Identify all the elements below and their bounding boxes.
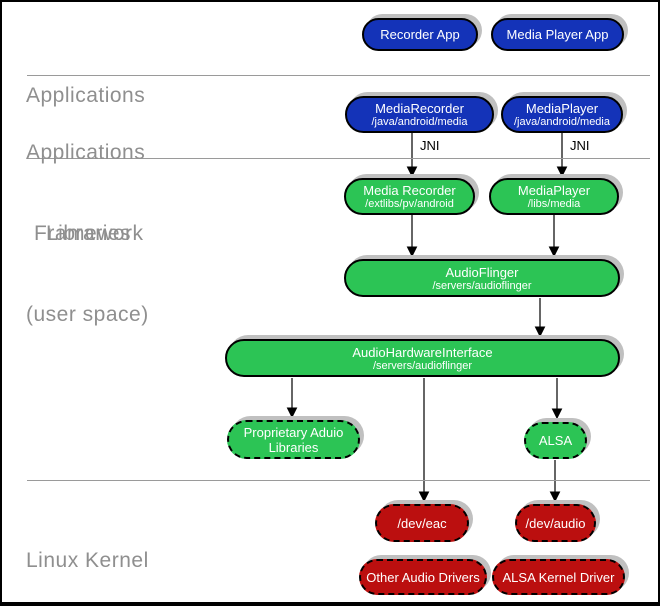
node-title: Media Player App <box>506 27 609 42</box>
node-subtitle: /servers/audioflinger <box>372 359 473 372</box>
layer-label-linux-kernel: Linux Kernel <box>26 493 149 602</box>
node-title: AudioHardwareInterface <box>352 344 493 360</box>
node-title: ALSA Kernel Driver <box>502 569 615 585</box>
node-title: Proprietary Aduio Libraries <box>243 424 344 455</box>
divider-applications <box>27 75 650 76</box>
node-title: Other Audio Drivers <box>366 569 480 585</box>
layer-label-text: (user space) <box>26 303 149 326</box>
node-alsa-kernel-driver: ALSA Kernel Driver <box>492 559 625 595</box>
divider-framework <box>27 158 650 159</box>
layer-label-text: Framework <box>34 222 144 245</box>
layer-label-libraries: Libraries (user space) <box>26 166 149 382</box>
node-subtitle: /java/android/media <box>371 116 468 128</box>
node-title: Recorder App <box>380 27 460 42</box>
node-mediaplayer-lib: MediaPlayer /libs/media <box>489 178 619 215</box>
node-subtitle: /extlibs/pv/android <box>365 198 454 210</box>
node-title: /dev/audio <box>525 515 586 531</box>
node-other-audio-drivers: Other Audio Drivers <box>359 559 487 595</box>
node-alsa: ALSA <box>524 422 587 459</box>
layer-label-text: Applications <box>26 141 146 164</box>
node-proprietary-audio-libraries: Proprietary Aduio Libraries <box>227 420 360 459</box>
layer-label-applications-framework: Applications Framework <box>26 85 145 301</box>
jni-label-left: JNI <box>420 138 440 153</box>
layer-label-text: Linux Kernel <box>26 549 149 572</box>
node-subtitle: /servers/audioflinger <box>432 279 532 292</box>
node-media-player-app: Media Player App <box>491 18 624 51</box>
node-recorder-app: Recorder App <box>362 18 478 51</box>
node-audioflinger: AudioFlinger /servers/audioflinger <box>344 259 620 297</box>
node-title: Media Recorder <box>363 183 456 198</box>
node-media-recorder-lib: Media Recorder /extlibs/pv/android <box>344 178 475 215</box>
layer-label-applications: Applications <box>26 28 145 163</box>
node-title: /dev/eac <box>397 515 447 531</box>
node-subtitle: /java/android/media <box>513 116 610 128</box>
node-audiohardwareinterface: AudioHardwareInterface /servers/audiofli… <box>225 339 620 377</box>
node-title: ALSA <box>538 433 573 448</box>
node-title: MediaRecorder <box>375 101 464 116</box>
node-mediaplayer-framework: MediaPlayer /java/android/media <box>501 96 623 133</box>
node-title: AudioFlinger <box>445 264 519 280</box>
layer-label-text: Libraries <box>46 222 132 245</box>
node-dev-audio: /dev/audio <box>515 504 596 542</box>
jni-label-right: JNI <box>570 138 590 153</box>
node-title: MediaPlayer <box>517 183 591 198</box>
node-mediarecorder-framework: MediaRecorder /java/android/media <box>345 96 494 133</box>
node-subtitle: /libs/media <box>527 198 581 210</box>
divider-kernel <box>27 480 650 481</box>
node-dev-eac: /dev/eac <box>375 504 469 542</box>
node-title: MediaPlayer <box>525 101 599 116</box>
layer-label-text: Applications <box>26 84 146 107</box>
